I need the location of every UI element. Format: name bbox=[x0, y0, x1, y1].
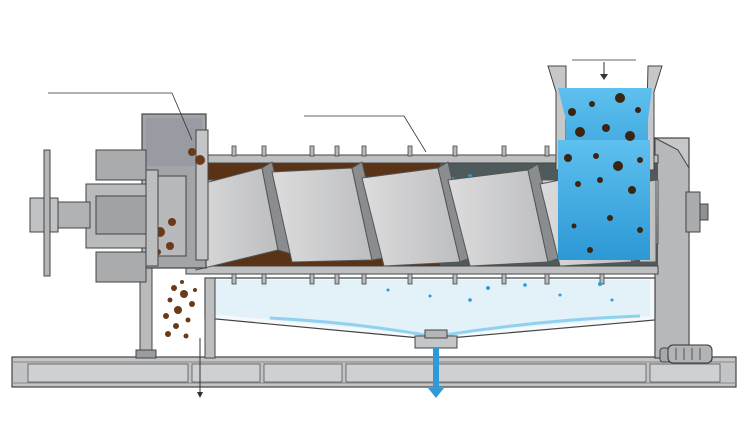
right-end-housing bbox=[654, 137, 713, 364]
filtrate-trough bbox=[204, 277, 656, 359]
feed-arrow-icon bbox=[600, 62, 608, 80]
base-frame bbox=[11, 356, 737, 388]
hopper-solids bbox=[564, 93, 643, 253]
bottom-studs bbox=[231, 273, 605, 285]
filtrate-outlet-arrow-icon bbox=[428, 348, 444, 398]
solids-discharge-arrow-icon bbox=[197, 338, 203, 398]
top-studs bbox=[231, 145, 550, 157]
drive-end bbox=[29, 149, 159, 283]
inlet-hopper bbox=[547, 65, 663, 260]
callout-lines bbox=[48, 59, 636, 153]
drive-motor-icon bbox=[667, 344, 713, 364]
falling-cake bbox=[163, 280, 197, 339]
